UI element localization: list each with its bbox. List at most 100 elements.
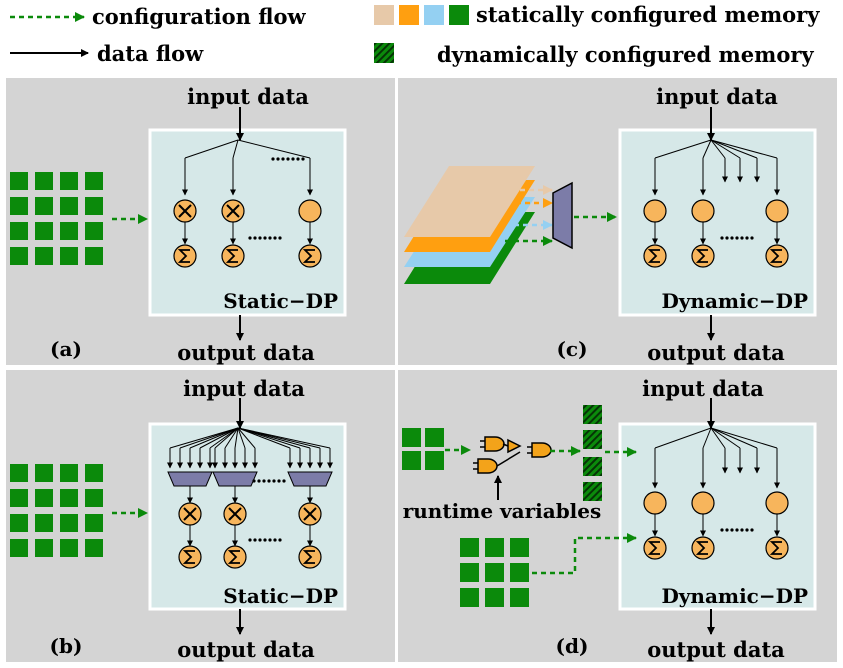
fanout-c-branch — [710, 139, 726, 159]
fanout-b-branch — [179, 427, 239, 449]
ellipsis-mux-b — [262, 479, 266, 483]
hatched-memory-swatch — [374, 43, 394, 63]
static-memory-grid-a-cell — [60, 172, 78, 190]
fanout-d-branch — [710, 427, 778, 449]
multiply-sign — [183, 507, 197, 521]
fanout-a-branch — [184, 139, 239, 159]
ellipsis-a — [291, 157, 295, 161]
legend: configuration flow data flow statically … — [10, 2, 820, 67]
static-memory-grid-b-cell — [60, 464, 78, 482]
ellipsis-sum-c — [725, 236, 729, 240]
fanout-b-branch — [237, 427, 331, 449]
multiply-sign — [228, 507, 242, 521]
static-memory-grid-b-cell — [60, 539, 78, 557]
orange-memory-swatch — [399, 5, 419, 25]
fanout-d-branch — [710, 427, 726, 449]
static-memory-grid-b-cell — [10, 464, 28, 482]
output-data-label-a: output data — [177, 340, 315, 365]
ellipsis-sum-b — [248, 538, 252, 542]
static-memory-legend-label: statically configured memory — [476, 2, 820, 27]
processing-element — [765, 491, 789, 515]
static-memory-grid-d-cell — [485, 563, 504, 582]
dynamic-memory-cell — [583, 482, 602, 501]
fanout-b-branch — [237, 427, 256, 449]
dynamic-memory-cell — [583, 405, 602, 424]
static-memory-grid-a-cell — [35, 197, 53, 215]
green-memory-swatch — [449, 5, 469, 25]
fanout-a-branch — [232, 139, 239, 159]
selection-mux — [212, 471, 258, 487]
input-data-label-a: input data — [187, 84, 309, 109]
data-flow-legend-label: data flow — [97, 41, 204, 66]
static-memory-grid-a-cell — [85, 172, 103, 190]
fanout-c-branch — [710, 139, 778, 159]
ellipsis-mux-b — [267, 479, 271, 483]
selection-mux — [167, 471, 213, 487]
static-memory-grid-d-cell — [460, 563, 479, 582]
ellipsis-mux-b — [282, 479, 286, 483]
ellipsis-a — [276, 157, 280, 161]
input-data-label-c: input data — [656, 84, 778, 109]
static-dp-label-b: Static−DP — [223, 584, 338, 608]
fanout-b-branch — [237, 427, 246, 449]
static-memory-grid-d-cell — [485, 538, 504, 557]
processing-element — [691, 491, 715, 515]
ellipsis-sum-a — [273, 236, 277, 240]
ellipsis-sum-a — [258, 236, 262, 240]
ellipsis-sum-c — [730, 236, 734, 240]
static-memory-grid-a-cell — [10, 247, 28, 265]
processing-element — [765, 199, 789, 223]
fanout-b-branch — [214, 427, 239, 449]
runtime-variables-label: runtime variables — [403, 499, 602, 523]
ellipsis-sum-c — [745, 236, 749, 240]
static-memory-grid-b-cell — [10, 489, 28, 507]
sigma-sign — [647, 249, 660, 263]
gate-wire — [502, 443, 509, 447]
ellipsis-a — [301, 157, 305, 161]
static-memory-grid-b-cell — [85, 464, 103, 482]
static-memory-grid-d-cell — [510, 563, 529, 582]
config-arrow-d4 — [532, 533, 637, 575]
ellipsis-sum-b — [263, 538, 267, 542]
fanout-d-branch — [654, 427, 712, 449]
static-dp-label-a: Static−DP — [223, 289, 338, 313]
fanout-b-branch — [169, 427, 239, 449]
output-data-label-c: output data — [647, 340, 785, 365]
ellipsis-sum-d — [725, 528, 729, 532]
ellipsis-a — [271, 157, 275, 161]
ellipsis-sum-c — [720, 236, 724, 240]
static-memory-grid-a-cell — [60, 222, 78, 240]
panel-label-b: (b) — [50, 634, 83, 658]
sigma-sign — [227, 550, 240, 564]
processing-element — [643, 491, 667, 515]
static-memory-grid-b-cell — [10, 514, 28, 532]
ellipsis-sum-b — [278, 538, 282, 542]
ellipsis-sum-a — [248, 236, 252, 240]
and-gate — [531, 442, 552, 458]
ellipsis-sum-a — [253, 236, 257, 240]
ellipsis-a — [286, 157, 290, 161]
datapath-box-d — [618, 422, 817, 611]
config-memory-grid-d-cell — [402, 428, 421, 447]
input-data-label-d: input data — [642, 376, 764, 401]
static-memory-grid-b-cell — [35, 514, 53, 532]
fanout-c-branch — [654, 139, 712, 159]
input-data-label-b: input data — [183, 376, 305, 401]
static-memory-grid-d-cell — [460, 538, 479, 557]
static-memory-grid-d-cell — [510, 538, 529, 557]
ellipsis-sum-d — [750, 528, 754, 532]
static-memory-grid-a-cell — [35, 247, 53, 265]
ellipsis-sum-a — [268, 236, 272, 240]
multiply-sign — [178, 204, 192, 218]
static-memory-grid-a-cell — [10, 172, 28, 190]
static-memory-grid-b-cell — [35, 539, 53, 557]
config-memory-grid-d-cell — [425, 428, 444, 447]
ellipsis-mux-b — [277, 479, 281, 483]
ellipsis-mux-b — [257, 479, 261, 483]
static-memory-grid-a-cell — [60, 247, 78, 265]
ellipsis-sum-b — [258, 538, 262, 542]
fanout-b-branch — [224, 427, 239, 449]
static-memory-grid-d-cell — [485, 588, 504, 607]
static-memory-grid-b-cell — [60, 514, 78, 532]
